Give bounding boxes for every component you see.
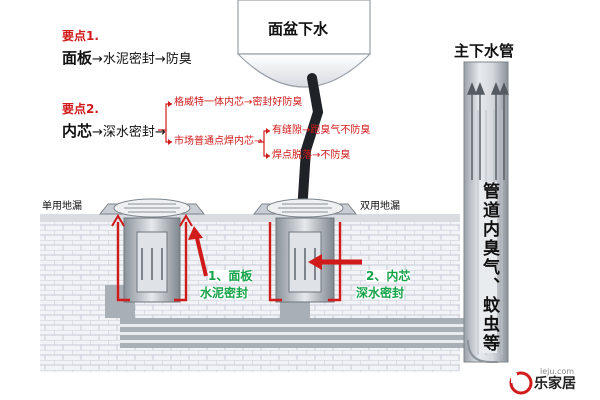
basin-icon	[236, 0, 372, 88]
callout1-line1: 1、面板	[208, 269, 253, 283]
basin-label: 面盆下水	[268, 20, 329, 38]
double-drain-label: 双用地漏	[360, 201, 400, 212]
callout1-line2: 水泥密封	[200, 286, 249, 300]
odor-up-arrows	[466, 82, 510, 180]
callout2-line2: 深水密封	[356, 286, 405, 300]
single-drain-label: 单用地漏	[42, 201, 82, 212]
floor-surface	[40, 214, 460, 222]
double-use-floor-drain	[252, 198, 358, 303]
main-pipe-label: 主下水管	[454, 42, 515, 60]
point2-main: 内芯	[62, 122, 93, 140]
single-use-floor-drain	[98, 198, 206, 303]
note-connectors	[158, 103, 270, 157]
callout-arrows	[188, 226, 362, 277]
point1-line: 面板→水泥密封→防臭	[62, 49, 192, 67]
point2-title: 要点2.	[62, 102, 99, 116]
branch-bottom: 市场普通点焊内芯→	[174, 136, 263, 147]
point1-rest: →水泥密封→防臭	[92, 52, 192, 67]
brand-name: 乐家居	[534, 376, 576, 392]
basin-drain-hose	[297, 73, 324, 217]
point2-line: 内芯→深水密封→	[62, 122, 166, 140]
point2-rest: →深水密封→	[92, 125, 166, 140]
pipe-vertical-text: 管道内臭气、蚊虫等	[479, 182, 499, 353]
point1-title: 要点1.	[62, 29, 99, 43]
branch-top: 格威特一体内芯→密封好防臭	[174, 97, 303, 108]
brand-logo-icon	[509, 371, 533, 395]
point1-main: 面板	[62, 49, 93, 67]
callout2-line1: 2、内芯	[366, 269, 411, 283]
brand-url: leju.com	[540, 367, 575, 376]
branch-sub2: 焊点脱落→不防臭	[272, 150, 351, 161]
branch-sub1: 有缝隙→跑臭气不防臭	[272, 125, 371, 136]
